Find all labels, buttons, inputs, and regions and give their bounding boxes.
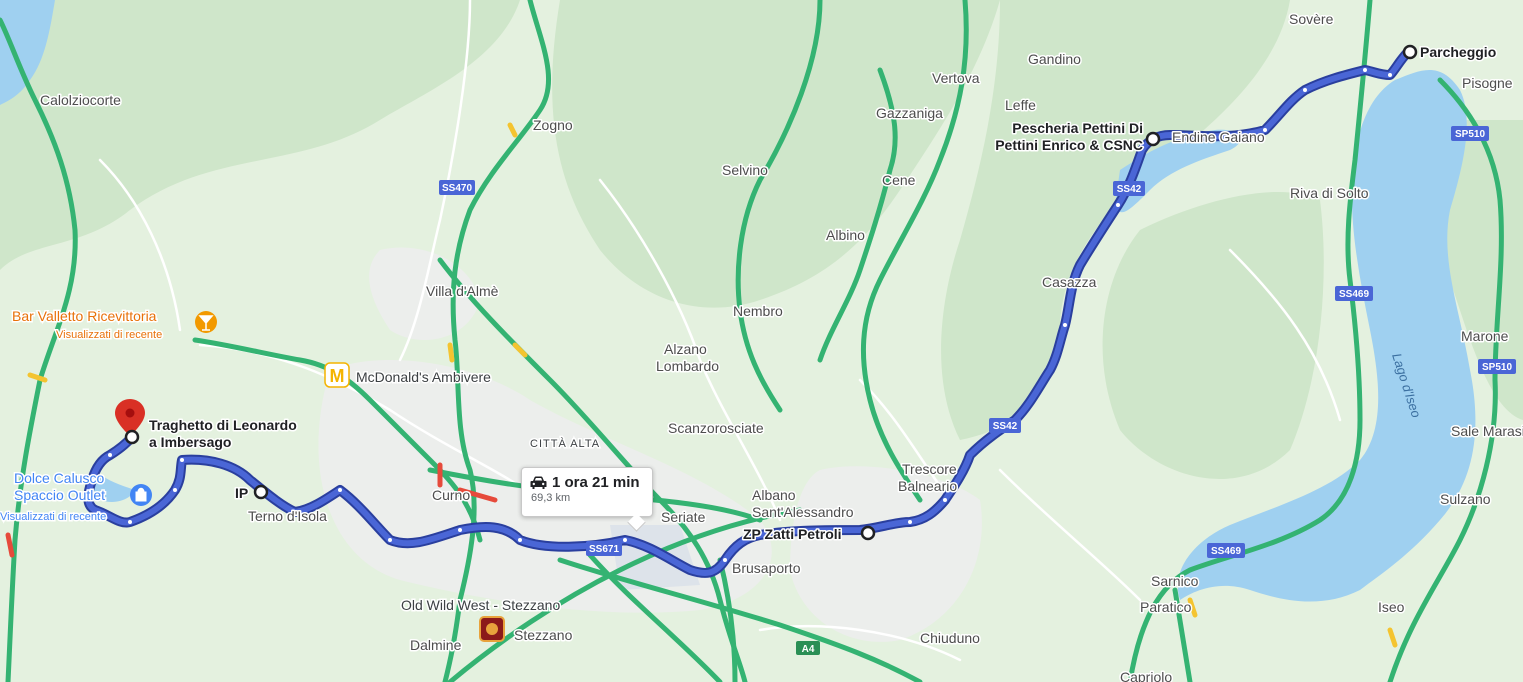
road-shield-ss42-south: SS42 (989, 418, 1021, 433)
poi-mcdonalds-name: McDonald's Ambivere (356, 369, 491, 385)
svg-text:SS42: SS42 (1117, 184, 1142, 195)
place-villa-dalme[interactable]: Villa d'Almè (425, 282, 501, 301)
svg-text:SP510: SP510 (1455, 129, 1485, 140)
place-albino[interactable]: Albino (825, 226, 867, 245)
place-casazza[interactable]: Casazza (1041, 273, 1099, 292)
place-leffe[interactable]: Leffe (1004, 96, 1038, 115)
place-paratico[interactable]: Paratico (1139, 598, 1194, 617)
poi-dolce-calusco-name: Dolce Calusco (14, 470, 104, 486)
destination-traghetto-name: Traghetto di Leonardo (149, 417, 297, 433)
poi-mcdonalds[interactable]: M McDonald's Ambivere (324, 362, 493, 388)
origin-parcheggio[interactable]: Parcheggio (1402, 43, 1498, 62)
place-albano-sant-alessandro: Sant'Alessandro (752, 504, 854, 520)
destination-traghetto[interactable]: Traghetto di Leonardo a Imbersago (115, 399, 298, 452)
place-albano[interactable]: Albano (751, 486, 798, 505)
poi-dolce-calusco-sub: Visualizzati di recente (0, 511, 106, 523)
mcdonalds-icon (324, 362, 350, 388)
place-brusaporto[interactable]: Brusaporto (731, 559, 803, 578)
waypoint-marker (124, 429, 140, 445)
place-scanzorosciate[interactable]: Scanzorosciate (667, 419, 766, 438)
place-gazzaniga[interactable]: Gazzaniga (875, 104, 945, 123)
waypoint-marker (860, 525, 876, 541)
place-chiuduno[interactable]: Chiuduno (919, 629, 982, 648)
waypoint-marker (253, 484, 269, 500)
place-terno[interactable]: Terno d'Isola (247, 507, 329, 526)
waypoint-pescheria[interactable]: Pescheria Pettini Di Pettini Enrico & CS… (994, 119, 1161, 155)
place-selvino[interactable]: Selvino (721, 161, 770, 180)
waypoint-marker (1402, 44, 1418, 60)
waypoint-ip[interactable]: IP (234, 484, 269, 503)
car-icon (530, 476, 547, 489)
poi-dolce-calusco[interactable]: Dolce Calusco Spaccio Outlet Visualizzat… (0, 469, 152, 525)
destination-traghetto-name-2: a Imbersago (149, 434, 231, 450)
waypoint-marker (1145, 131, 1161, 147)
lake-endine (1115, 129, 1241, 213)
poi-bar-valletto-sub: Visualizzati di recente (56, 329, 162, 341)
place-alzano-lombardo: Lombardo (656, 358, 719, 374)
svg-text:SS469: SS469 (1211, 546, 1241, 557)
svg-text:M: M (330, 366, 345, 386)
poi-bar-valletto[interactable]: Bar Valletto Ricevittoria Visualizzati d… (11, 307, 217, 343)
lake-iseo (1177, 70, 1476, 602)
route-distance: 69,3 km (531, 492, 571, 504)
place-marone[interactable]: Marone (1460, 327, 1511, 346)
highway-accents (5, 122, 1398, 648)
place-cene[interactable]: Cene (881, 171, 918, 190)
svg-text:SS470: SS470 (442, 183, 472, 194)
place-gandino[interactable]: Gandino (1027, 50, 1083, 69)
svg-text:SS469: SS469 (1339, 289, 1369, 300)
route-nodes (90, 68, 1392, 562)
road-shield-ss42-north: SS42 (1113, 181, 1145, 196)
place-calolziocorte[interactable]: Calolziocorte (39, 91, 123, 110)
place-seriate[interactable]: Seriate (660, 508, 708, 527)
place-iseo[interactable]: Iseo (1377, 598, 1407, 617)
road-shield-sp510-south: SP510 (1478, 359, 1516, 374)
road-shield-ss469-south: SS469 (1207, 543, 1245, 558)
place-pisogne[interactable]: Pisogne (1461, 74, 1515, 93)
place-stezzano[interactable]: Stezzano (513, 626, 575, 645)
place-citta-alta[interactable]: CITTÀ ALTA (529, 436, 601, 452)
waypoint-ip-name: IP (235, 485, 248, 501)
place-endine-gaiano[interactable]: Endine Gaiano (1171, 128, 1267, 147)
place-sovere[interactable]: Sovère (1288, 10, 1336, 29)
waypoint-zp-zatti[interactable]: ZP Zatti Petroli (742, 525, 876, 544)
road-shield-ss671: SS671 (586, 541, 622, 556)
river-adda (0, 0, 55, 105)
route-info-callout[interactable]: 1 ora 21 min 69,3 km (521, 467, 653, 532)
poi-old-wild-west[interactable]: Old Wild West - Stezzano (400, 596, 562, 642)
poi-bar-valletto-name: Bar Valletto Ricevittoria (12, 308, 157, 324)
road-shield-ss469-north: SS469 (1335, 286, 1373, 301)
place-sulzano[interactable]: Sulzano (1439, 490, 1493, 509)
poi-old-wild-west-name: Old Wild West - Stezzano (401, 597, 560, 613)
road-shield-ss470: SS470 (439, 180, 475, 195)
place-sale-marasino[interactable]: Sale Marasino (1450, 422, 1523, 441)
route-duration: 1 ora 21 min (552, 474, 640, 491)
svg-text:SS42: SS42 (993, 421, 1018, 432)
waypoint-pescheria-name: Pescheria Pettini Di (1012, 120, 1143, 136)
place-curno[interactable]: Curno (431, 486, 472, 505)
place-trescore-balneario: Balneario (898, 478, 957, 494)
waypoint-pescheria-name-2: Pettini Enrico & CSNC (995, 137, 1143, 153)
svg-text:SS671: SS671 (589, 544, 619, 555)
svg-text:SP510: SP510 (1482, 362, 1512, 373)
place-alzano[interactable]: Alzano (663, 340, 709, 359)
route-duration-row: 1 ora 21 min (530, 474, 644, 491)
place-capriolo[interactable]: Capriolo (1119, 668, 1174, 682)
road-shield-sp510-north: SP510 (1451, 126, 1489, 141)
road-shield-a4: A4 (796, 641, 820, 655)
place-zogno[interactable]: Zogno (532, 116, 575, 135)
poi-dolce-calusco-name-2: Spaccio Outlet (14, 487, 105, 503)
svg-text:A4: A4 (802, 644, 815, 655)
place-vertova[interactable]: Vertova (931, 69, 982, 88)
place-riva-di-solto[interactable]: Riva di Solto (1289, 184, 1371, 203)
waypoint-zp-zatti-name: ZP Zatti Petroli (743, 526, 842, 542)
place-trescore[interactable]: Trescore (901, 460, 959, 479)
place-sarnico[interactable]: Sarnico (1150, 572, 1201, 591)
place-nembro[interactable]: Nembro (732, 302, 785, 321)
place-labels: Calolziocorte Zogno Selvino Vertova Gand… (39, 10, 1523, 682)
origin-parcheggio-name: Parcheggio (1420, 44, 1496, 60)
place-dalmine[interactable]: Dalmine (409, 636, 464, 655)
